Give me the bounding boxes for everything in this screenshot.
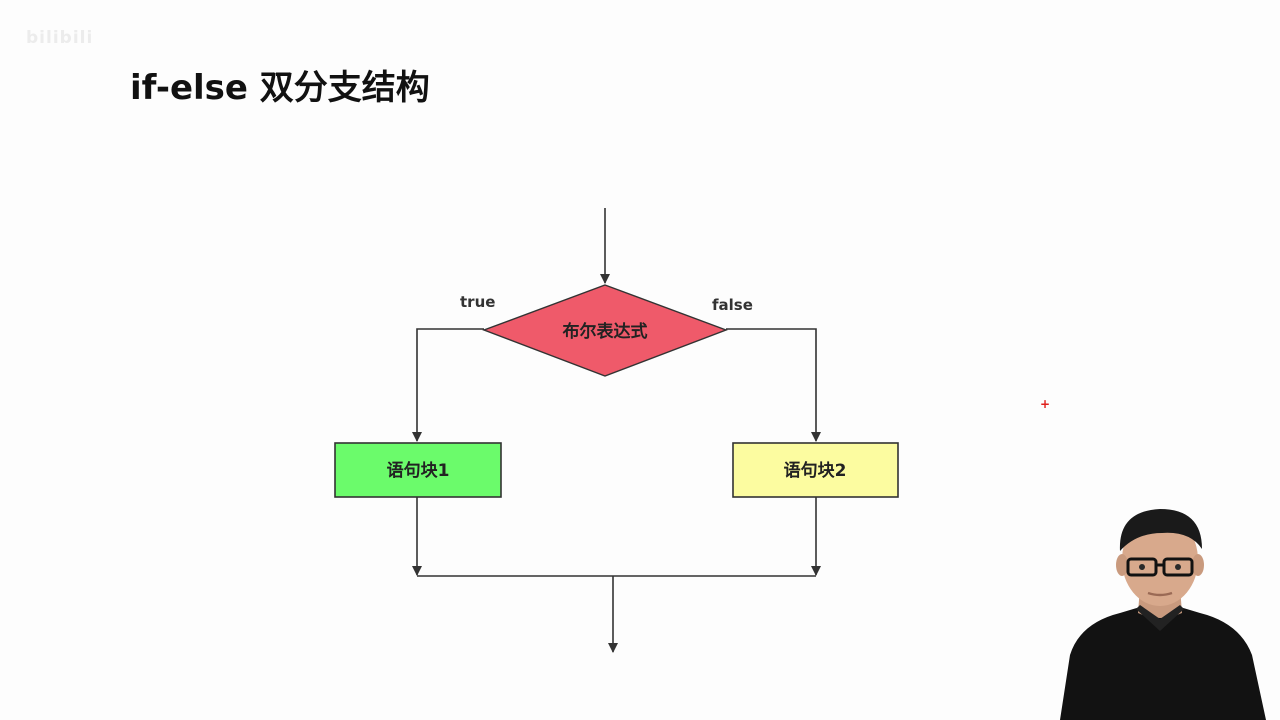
statement-block-2-label: 语句块2 [784,460,847,481]
slide-title: if-else 双分支结构 [130,68,430,108]
presenter-video-icon [1060,509,1266,720]
presenter-glasses-left [1126,557,1158,577]
presenter-face [1122,514,1198,606]
statement-block-1 [334,442,502,498]
condition-diamond [482,284,728,377]
presenter-ear-right [1192,554,1204,576]
true-branch-line [412,328,484,442]
presenter-eye-left [1139,564,1145,570]
presenter-eye-right [1175,564,1181,570]
presenter-glasses-right [1162,557,1194,577]
cursor-crosshair-icon: + [1040,397,1051,411]
false-edge-label: false [712,296,753,314]
presenter-mouth [1147,591,1173,597]
presenter-collar [1136,605,1184,631]
presenter-shirt [1060,607,1266,720]
false-branch-line [726,328,821,442]
presenter-hair [1119,509,1202,551]
presenter-ear-left [1116,554,1128,576]
condition-label: 布尔表达式 [563,321,648,342]
true-edge-label: true [460,293,495,311]
statement-block-1-label: 语句块1 [387,460,450,481]
watermark-logo: bilibili [26,28,94,48]
